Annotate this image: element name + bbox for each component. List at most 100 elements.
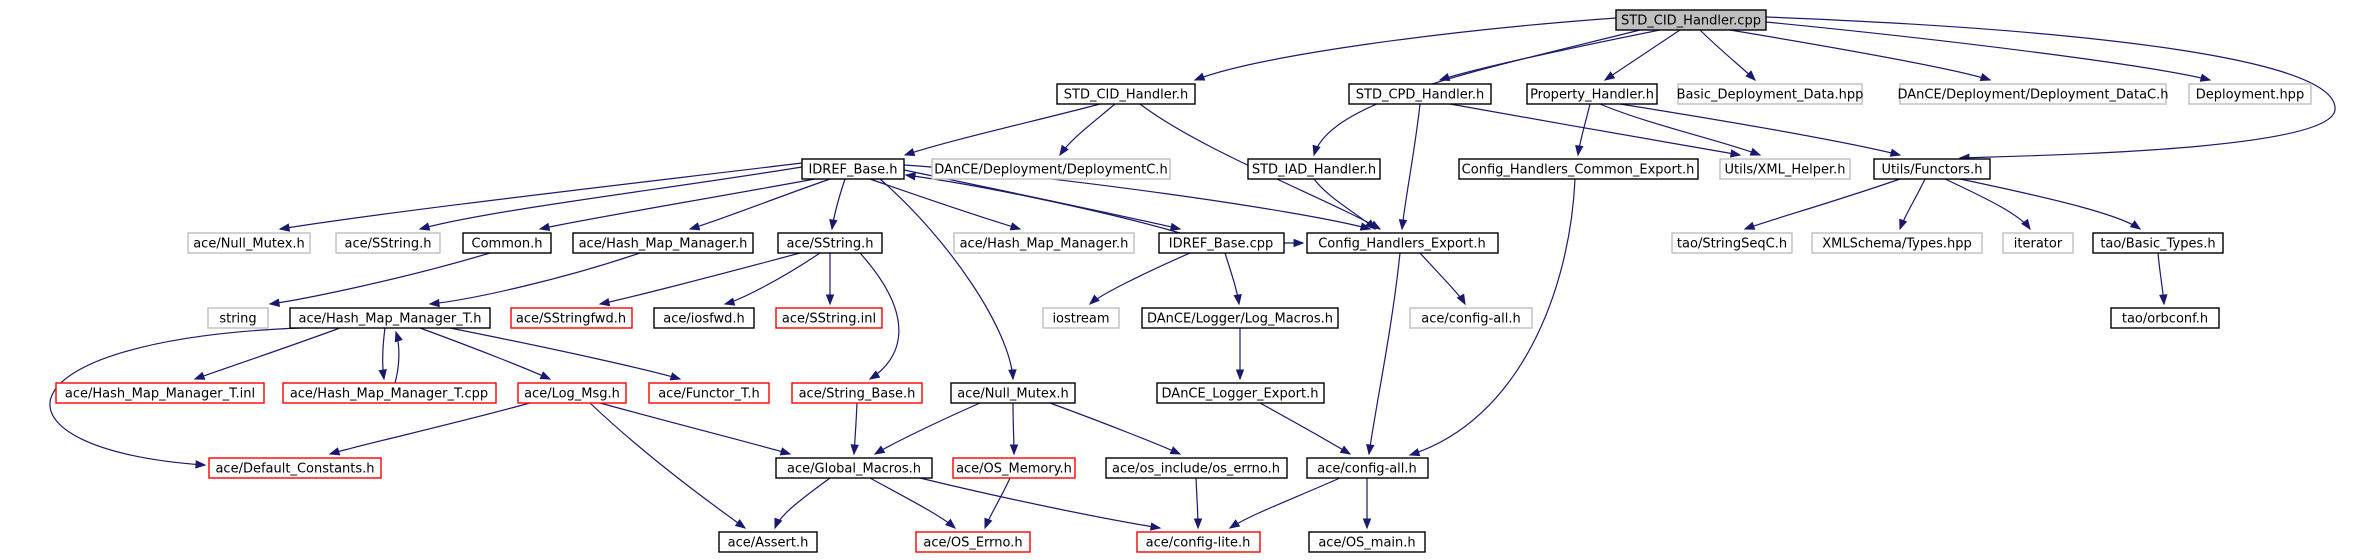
node-basic-deployment-data-hpp[interactable]: Basic_Deployment_Data.hpp: [1677, 83, 1864, 105]
svg-text:DAnCE/Deployment/DeploymentC.h: DAnCE/Deployment/DeploymentC.h: [934, 163, 1167, 178]
node-ace-config-all-h[interactable]: ace/config-all.h: [1306, 457, 1429, 479]
svg-text:DAnCE/Logger/Log_Macros.h: DAnCE/Logger/Log_Macros.h: [1147, 312, 1333, 327]
arrowhead-idref-h-to-hash-map-gray: [1009, 222, 1022, 231]
arrowhead-cid-cpp-to-cpd-h: [1438, 72, 1451, 82]
node-ace-string-base-h[interactable]: ace/String_Base.h: [791, 382, 923, 404]
arrowhead-global-macros-to-config-lite: [1149, 522, 1162, 531]
arrowhead-iad-h-to-config-export: [1365, 219, 1377, 230]
arrowhead-os-memory-to-os-errno: [984, 517, 993, 530]
edge-hash-map-t-to-inl: [194, 327, 341, 380]
arrowhead-property-h-to-common-export: [1575, 145, 1584, 157]
node-std-iad-handler-h[interactable]: STD_IAD_Handler.h: [1247, 158, 1381, 180]
arrowhead-functors-to-xmlschema: [1899, 218, 1908, 231]
svg-text:string: string: [219, 312, 256, 327]
svg-text:ace/SString.inl: ace/SString.inl: [782, 312, 876, 327]
node-utils-xml-helper-h[interactable]: Utils/XML_Helper.h: [1719, 158, 1851, 180]
edge-common-export-to-config-all: [1409, 178, 1576, 456]
arrowhead-idref-h-to-config-export: [1359, 222, 1372, 231]
node-ace-log-msg-h[interactable]: ace/Log_Msg.h: [517, 382, 627, 404]
edge-logger-export-to-config-all: [1259, 402, 1351, 455]
arrowhead-config-export-to-config-all-gray: [1456, 293, 1466, 306]
node-ace-hash-map-manager-t-cpp[interactable]: ace/Hash_Map_Manager_T.cpp: [282, 382, 497, 404]
edge-cpd-h-to-config-export: [1401, 103, 1421, 230]
edge-cid-cpp-to-deployment-hpp: [1765, 21, 2211, 81]
node-deployment-hpp[interactable]: Deployment.hpp: [2188, 83, 2312, 105]
node-idref-base-cpp[interactable]: IDREF_Base.cpp: [1158, 232, 1285, 254]
svg-text:ace/Hash_Map_Manager_T.inl: ace/Hash_Map_Manager_T.inl: [65, 387, 255, 402]
node-iostream[interactable]: iostream: [1042, 307, 1120, 329]
arrowhead-idref-cpp-to-iostream: [1088, 294, 1100, 305]
node-std-cpd-handler-h[interactable]: STD_CPD_Handler.h: [1348, 83, 1492, 105]
node-config-handlers-common-export-h[interactable]: Config_Handlers_Common_Export.h: [1458, 158, 1699, 180]
edge-null-mutex-to-os-errno-include: [1049, 402, 1181, 455]
node-property-handler-h[interactable]: Property_Handler.h: [1526, 83, 1658, 105]
svg-text:ace/Hash_Map_Manager.h: ace/Hash_Map_Manager.h: [960, 237, 1129, 252]
node-utils-functors-h[interactable]: Utils/Functors.h: [1873, 158, 1991, 180]
node-ace-os-include-os-errno-h[interactable]: ace/os_include/os_errno.h: [1105, 457, 1288, 479]
svg-text:Property_Handler.h: Property_Handler.h: [1530, 88, 1654, 103]
arrowhead-property-h-to-functors: [1889, 148, 1902, 157]
svg-text:DAnCE_Logger_Export.h: DAnCE_Logger_Export.h: [1162, 387, 1319, 402]
arrowhead-property-h-to-xml-helper: [1749, 147, 1762, 156]
node-ace-os-main-h[interactable]: ace/OS_main.h: [1308, 531, 1426, 553]
arrowhead-log-msg-to-assert: [734, 519, 747, 529]
node-ace-iosfwd-h[interactable]: ace/iosfwd.h: [653, 307, 755, 329]
node-idref-base-h[interactable]: IDREF_Base.h: [801, 158, 905, 180]
node-ace-assert-h[interactable]: ace/Assert.h: [718, 531, 818, 553]
node-ace-os-errno-h[interactable]: ace/OS_Errno.h: [915, 531, 1031, 553]
arrowhead-cid-h-to-deploymentc: [1059, 144, 1069, 157]
node-dance-deployment-datac-h[interactable]: DAnCE/Deployment/Deployment_DataC.h: [1898, 83, 2169, 105]
node-std-cid-handler-h[interactable]: STD_CID_Handler.h: [1056, 83, 1196, 105]
node-ace-sstringfwd-h[interactable]: ace/SStringfwd.h: [510, 307, 633, 329]
node-tao-orbconf-h[interactable]: tao/orbconf.h: [2110, 307, 2220, 329]
node-ace-hash-map-manager-h-gray[interactable]: ace/Hash_Map_Manager.h: [953, 232, 1135, 254]
node-tao-stringseqc-h[interactable]: tao/StringSeqC.h: [1671, 232, 1793, 254]
node-tao-basic-types-h[interactable]: tao/Basic_Types.h: [2092, 232, 2224, 254]
arrowhead-sstring-h-to-string-base: [868, 370, 881, 380]
node-dance-logger-log-macros-h[interactable]: DAnCE/Logger/Log_Macros.h: [1141, 307, 1339, 329]
svg-text:ace/Log_Msg.h: ace/Log_Msg.h: [524, 387, 620, 402]
node-ace-null-mutex-h[interactable]: ace/Null_Mutex.h: [950, 382, 1076, 404]
svg-text:ace/config-all.h: ace/config-all.h: [1317, 462, 1417, 477]
node-std-cid-handler-cpp[interactable]: STD_CID_Handler.cpp: [1615, 9, 1767, 31]
node-ace-null-mutex-h-top[interactable]: ace/Null_Mutex.h: [187, 232, 311, 254]
node-dance-deploymentc-h[interactable]: DAnCE/Deployment/DeploymentC.h: [931, 158, 1171, 180]
svg-text:Deployment.hpp: Deployment.hpp: [2196, 88, 2304, 103]
node-ace-global-macros-h[interactable]: ace/Global_Macros.h: [775, 457, 933, 479]
node-ace-config-lite-h[interactable]: ace/config-lite.h: [1136, 531, 1261, 553]
svg-text:STD_CID_Handler.h: STD_CID_Handler.h: [1064, 88, 1189, 103]
node-ace-sstring-h[interactable]: ace/SString.h: [777, 232, 883, 254]
svg-text:tao/StringSeqC.h: tao/StringSeqC.h: [1677, 237, 1787, 252]
arrowhead-config-all-to-os-main: [1362, 518, 1372, 530]
node-string[interactable]: string: [207, 307, 269, 329]
node-dance-logger-export-h[interactable]: DAnCE_Logger_Export.h: [1156, 382, 1325, 404]
node-ace-config-all-h-gray[interactable]: ace/config-all.h: [1409, 307, 1533, 329]
arrowhead-os-errno-include-to-config-lite: [1193, 518, 1203, 530]
edge-config-export-to-config-all-gray: [1419, 252, 1466, 305]
node-ace-default-constants-h[interactable]: ace/Default_Constants.h: [208, 457, 382, 479]
svg-text:ace/OS_Memory.h: ace/OS_Memory.h: [956, 462, 1072, 477]
edge-hash-map-t-to-default-constants: [49, 327, 301, 466]
node-config-handlers-export-h[interactable]: Config_Handlers_Export.h: [1306, 232, 1499, 254]
svg-text:ace/Default_Constants.h: ace/Default_Constants.h: [215, 462, 374, 477]
edge-cid-cpp-to-basic-data: [1699, 29, 1756, 81]
svg-text:iostream: iostream: [1052, 312, 1109, 327]
svg-text:STD_IAD_Handler.h: STD_IAD_Handler.h: [1252, 163, 1376, 178]
node-ace-hash-map-manager-t-inl[interactable]: ace/Hash_Map_Manager_T.inl: [55, 382, 265, 404]
node-ace-hash-map-manager-t-h[interactable]: ace/Hash_Map_Manager_T.h: [289, 307, 491, 329]
node-ace-hash-map-manager-h[interactable]: ace/Hash_Map_Manager.h: [572, 232, 754, 254]
node-common-h[interactable]: Common.h: [462, 232, 552, 254]
node-ace-sstring-h-top[interactable]: ace/SString.h: [335, 232, 441, 254]
arrowhead-null-mutex-to-os-errno-include: [1169, 446, 1182, 455]
node-iterator[interactable]: iterator: [2002, 232, 2074, 254]
edge-log-msg-to-default-constants: [329, 402, 531, 455]
arrowhead-sstring-h-to-sstring-inl: [825, 294, 835, 306]
arrowhead-hash-map-to-hash-map-t: [428, 298, 440, 308]
arrowhead-cpd-h-to-xml-helper: [1729, 149, 1742, 158]
node-ace-sstring-inl[interactable]: ace/SString.inl: [775, 307, 883, 329]
node-ace-functor-t-h[interactable]: ace/Functor_T.h: [648, 382, 770, 404]
node-ace-os-memory-h[interactable]: ace/OS_Memory.h: [952, 457, 1076, 479]
node-xmlschema-types-hpp[interactable]: XMLSchema/Types.hpp: [1811, 232, 1983, 254]
arrowhead-global-macros-to-os-errno: [945, 518, 957, 529]
